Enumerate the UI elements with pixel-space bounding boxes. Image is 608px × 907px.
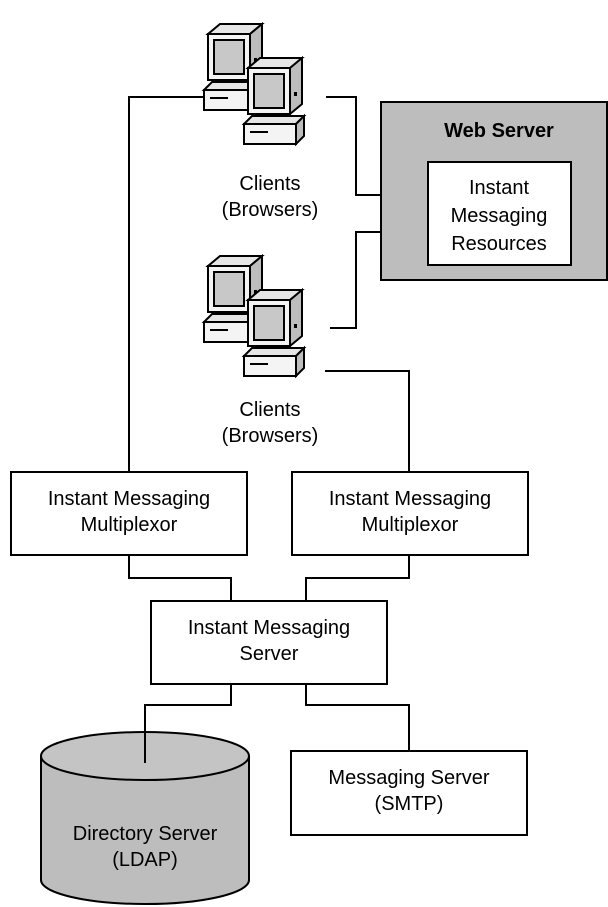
web-server-title: Web Server bbox=[444, 120, 554, 142]
clients-bottom-group: Clients (Browsers) bbox=[203, 255, 319, 447]
clients-top-label-2: (Browsers) bbox=[222, 199, 319, 221]
client-computer-icon bbox=[243, 289, 305, 377]
connector-lines bbox=[128, 96, 428, 763]
multiplexor-left-box: Instant Messaging Multiplexor bbox=[10, 471, 248, 556]
messaging-server-label-1: Messaging Server bbox=[328, 767, 490, 789]
im-resources-label-2: Messaging bbox=[451, 205, 548, 227]
im-resources-box bbox=[427, 161, 572, 266]
clients-top-group: Clients (Browsers) bbox=[203, 23, 319, 221]
multiplexor-right-label-1: Instant Messaging bbox=[329, 488, 491, 510]
im-resources-label-1: Instant bbox=[469, 177, 529, 199]
multiplexor-right-label-2: Multiplexor bbox=[362, 514, 459, 536]
directory-server-label-1: Directory Server bbox=[73, 823, 218, 845]
messaging-server-label-2: (SMTP) bbox=[375, 793, 444, 815]
client-computer-icon bbox=[243, 57, 305, 145]
clients-top-label-1: Clients bbox=[239, 173, 300, 195]
im-resources-label-3: Resources bbox=[451, 233, 547, 255]
multiplexor-left-label-2: Multiplexor bbox=[81, 514, 178, 536]
multiplexor-left-label-1: Instant Messaging bbox=[48, 488, 210, 510]
clients-bottom-label-1: Clients bbox=[239, 399, 300, 421]
messaging-server-box: Messaging Server (SMTP) bbox=[290, 750, 528, 836]
im-server-label-1: Instant Messaging bbox=[188, 617, 350, 639]
directory-server-label-2: (LDAP) bbox=[112, 849, 178, 871]
clients-bottom-label-2: (Browsers) bbox=[222, 425, 319, 447]
im-server-box: Instant Messaging Server bbox=[150, 600, 388, 685]
web-server-box: Web Server Instant Messaging Resources bbox=[380, 101, 608, 281]
im-server-label-2: Server bbox=[240, 643, 299, 665]
multiplexor-right-box: Instant Messaging Multiplexor bbox=[291, 471, 529, 556]
